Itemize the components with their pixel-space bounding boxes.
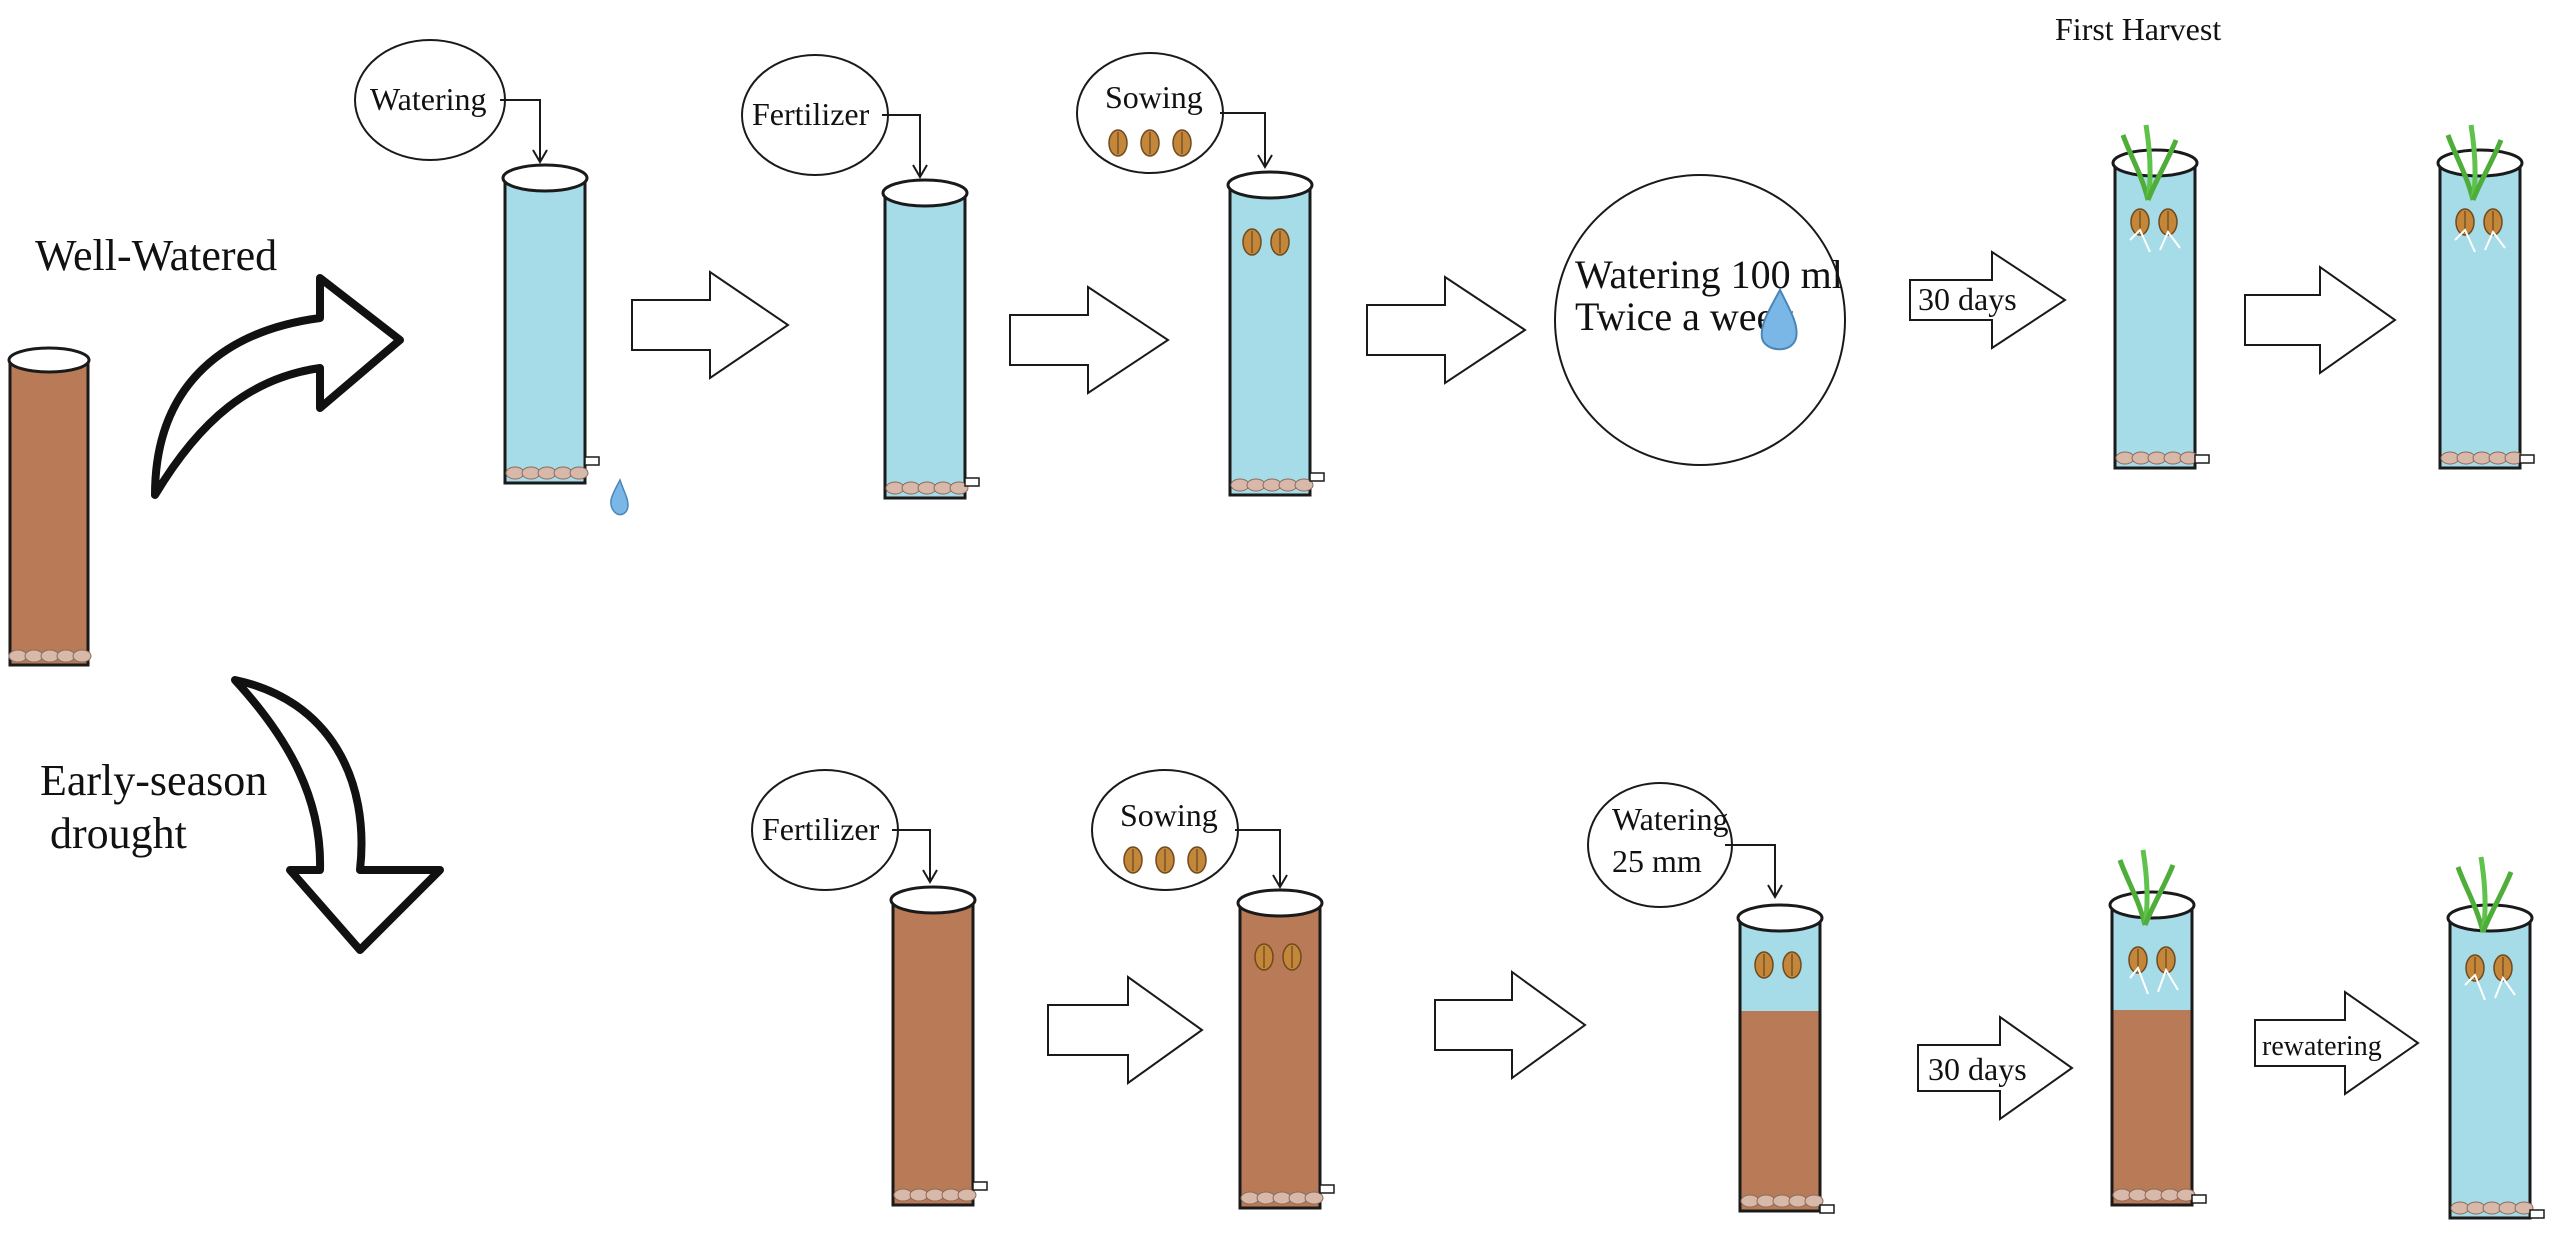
watering-schedule-circle-top: Watering 100 ml Twice a week bbox=[1554, 174, 1846, 466]
block-arrow-right-icon bbox=[631, 270, 790, 380]
block-arrow-right-icon bbox=[2244, 265, 2397, 375]
svg-text:30 days: 30 days bbox=[1918, 281, 2017, 317]
tube-fertilizer-top bbox=[881, 178, 980, 500]
thirty-days-arrow-top: 30 days bbox=[1909, 250, 2067, 350]
curved-arrow-up-right-icon bbox=[151, 274, 404, 499]
curved-arrow-down-icon bbox=[231, 676, 444, 954]
fertilizer-bubble-top: Fertilizer bbox=[741, 54, 928, 179]
early-drought-label-line1: Early-season bbox=[40, 756, 267, 805]
svg-text:Fertilizer: Fertilizer bbox=[762, 811, 880, 847]
tube-sowing-bottom bbox=[1236, 888, 1335, 1210]
svg-text:Twice a week: Twice a week bbox=[1575, 294, 1794, 339]
water-drop-icon bbox=[1760, 287, 1798, 351]
tube-harvest-top bbox=[2111, 125, 2210, 470]
sowing-bubble-bottom: Sowing bbox=[1091, 769, 1288, 891]
block-arrow-right-icon bbox=[1047, 975, 1204, 1085]
tube-final-top bbox=[2436, 125, 2535, 470]
early-drought-label-line2: drought bbox=[50, 809, 187, 858]
svg-text:Watering 100 ml: Watering 100 ml bbox=[1575, 252, 1843, 297]
sowing-bubble-top: Sowing bbox=[1076, 52, 1273, 174]
initial-soil-column bbox=[7, 346, 92, 667]
thirty-days-arrow-bottom: 30 days bbox=[1917, 1015, 2074, 1121]
svg-text:25 mm: 25 mm bbox=[1612, 843, 1702, 879]
fertilizer-bubble-bottom: Fertilizer bbox=[751, 769, 938, 891]
water-drop-icon bbox=[610, 478, 629, 516]
tube-harvest-bottom bbox=[2108, 850, 2207, 1207]
watering-bubble-bottom: Watering 25 mm bbox=[1587, 782, 1783, 908]
tube-fertilizer-bottom bbox=[889, 885, 988, 1207]
tube-sowing-top bbox=[1226, 170, 1325, 497]
svg-text:Sowing: Sowing bbox=[1105, 79, 1203, 115]
rewatering-arrow: rewatering bbox=[2254, 990, 2420, 1096]
block-arrow-right-icon bbox=[1009, 285, 1170, 395]
svg-text:Fertilizer: Fertilizer bbox=[752, 96, 870, 132]
tube-watering-bottom bbox=[1736, 903, 1835, 1214]
svg-text:30 days: 30 days bbox=[1928, 1051, 2027, 1087]
well-watered-label: Well-Watered bbox=[35, 231, 277, 280]
tube-final-bottom bbox=[2446, 857, 2545, 1220]
svg-text:Watering: Watering bbox=[370, 81, 486, 117]
watering-bubble: Watering bbox=[354, 39, 548, 164]
block-arrow-right-icon bbox=[1366, 275, 1527, 385]
svg-text:Sowing: Sowing bbox=[1120, 797, 1218, 833]
tube-watering bbox=[501, 163, 629, 516]
svg-text:Watering: Watering bbox=[1612, 801, 1728, 837]
first-harvest-label: First Harvest bbox=[2055, 11, 2221, 47]
block-arrow-right-icon bbox=[1434, 970, 1587, 1080]
seed-icon bbox=[1108, 129, 1128, 157]
svg-text:rewatering: rewatering bbox=[2262, 1031, 2382, 1062]
